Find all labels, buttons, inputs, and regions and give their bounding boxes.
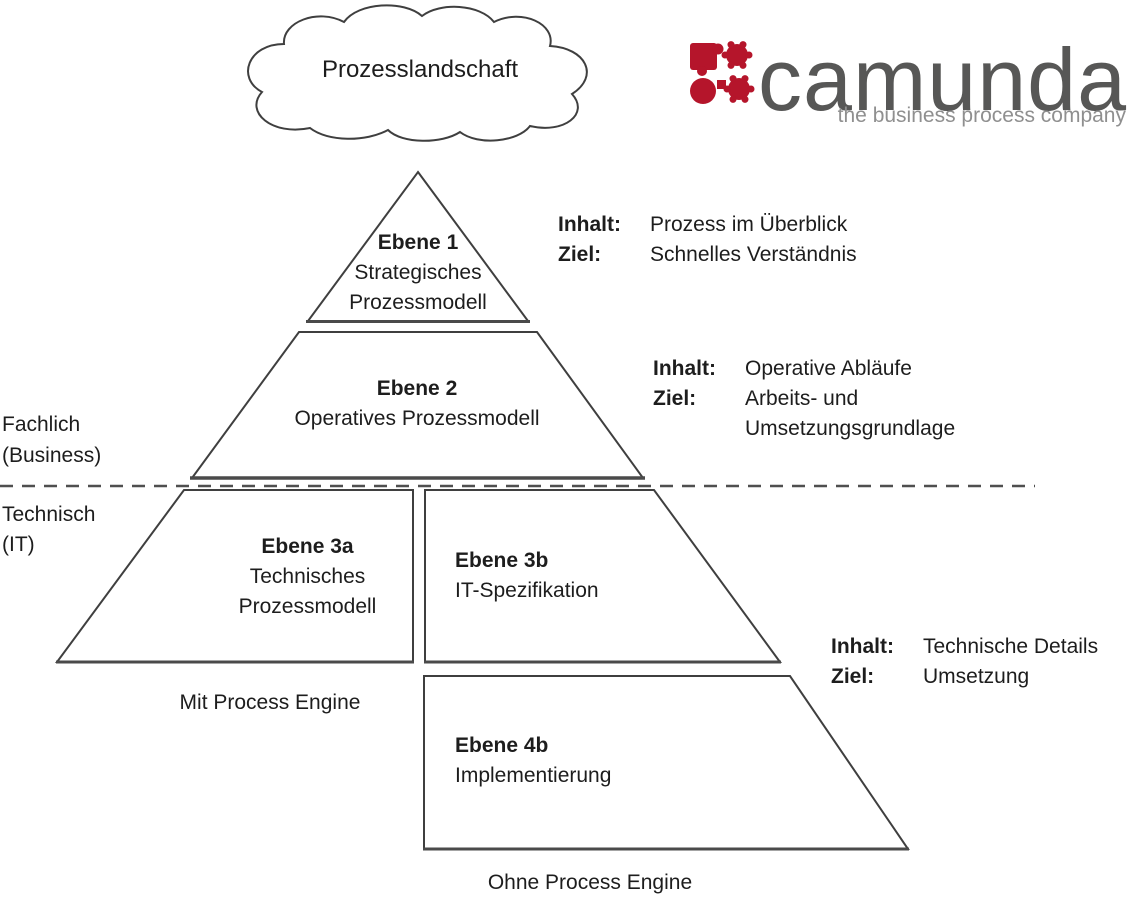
technical-side-label: Technisch (IT) — [2, 500, 95, 560]
level1-annotation: Inhalt: Prozess im Überblick Ziel: Schne… — [558, 210, 857, 270]
level1-title: Ebene 1 — [377, 231, 459, 254]
business-side-label: Fachlich (Business) — [2, 409, 101, 471]
level4b-line1: Implementierung — [455, 764, 612, 787]
level3a-line2: Prozessmodell — [238, 595, 377, 618]
camunda-tagline: the business process company — [837, 104, 1126, 127]
cloud-shape — [247, 4, 588, 142]
level1-ziel-label: Ziel: — [558, 243, 602, 266]
technical-label-line1: Technisch — [2, 503, 96, 526]
level34-inhalt-label: Inhalt: — [831, 635, 894, 658]
level2-label: Ebene 2 Operatives Prozessmodell — [267, 374, 567, 434]
level3a-line1: Technisches — [249, 565, 366, 588]
level34-ziel-label: Ziel: — [831, 665, 875, 688]
level1-inhalt-label: Inhalt: — [558, 213, 621, 236]
level3b-label: Ebene 3b IT-Spezifikation — [455, 546, 599, 606]
without-process-engine-label: Ohne Process Engine — [487, 871, 693, 894]
camunda-wordmark: camunda — [758, 30, 1128, 129]
level2-annotation: Inhalt: Operative Abläufe Ziel: Arbeits-… — [653, 354, 955, 444]
business-label-line1: Fachlich — [2, 413, 81, 436]
business-label-line2: (Business) — [2, 444, 102, 467]
level1-inhalt-value: Prozess im Überblick — [650, 213, 848, 236]
level2-inhalt-value: Operative Abläufe — [745, 357, 912, 380]
with-process-engine-label: Mit Process Engine — [179, 691, 361, 714]
level4b-title: Ebene 4b — [455, 734, 549, 757]
level34-annotation: Inhalt: Technische Details Ziel: Umsetzu… — [831, 632, 1098, 692]
level4b-label: Ebene 4b Implementierung — [455, 731, 611, 791]
camunda-logo-icon — [690, 41, 755, 104]
level1-line2: Prozessmodell — [349, 291, 487, 314]
level2-ziel-value: Arbeits- und Umsetzungsgrundlage — [745, 387, 956, 440]
level3b-title: Ebene 3b — [455, 549, 549, 572]
level2-title: Ebene 2 — [376, 377, 458, 400]
level3a-title: Ebene 3a — [261, 535, 354, 558]
level1-line1: Strategisches — [354, 261, 482, 284]
level2-line1: Operatives Prozessmodell — [294, 407, 540, 430]
level34-inhalt-value: Technische Details — [923, 635, 1099, 658]
level2-inhalt-label: Inhalt: — [653, 357, 716, 380]
level3a-label: Ebene 3a Technisches Prozessmodell — [200, 532, 415, 622]
technical-label-line2: (IT) — [2, 533, 35, 556]
level2-ziel-label: Ziel: — [653, 387, 697, 410]
level1-ziel-value: Schnelles Verständnis — [650, 243, 857, 266]
level3b-line1: IT-Spezifikation — [455, 579, 599, 602]
cloud-label: Prozesslandschaft — [321, 56, 519, 83]
level34-ziel-value: Umsetzung — [923, 665, 1030, 688]
level1-label: Ebene 1 Strategisches Prozessmodell — [318, 228, 518, 318]
